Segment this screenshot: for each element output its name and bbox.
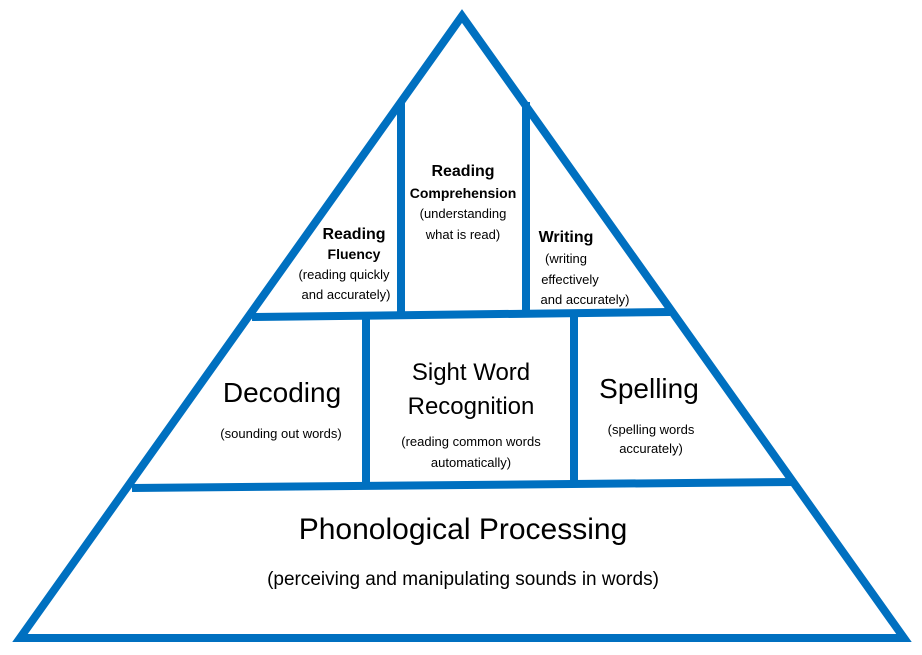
decoding-block: Decoding (sounding out words): [220, 377, 341, 441]
sight-word-title: Sight Word: [412, 359, 530, 386]
sight-word-desc: (reading common words: [401, 434, 541, 449]
phonological-processing-block: Phonological Processing (perceiving and …: [267, 513, 659, 590]
reading-fluency-block: Reading Fluency (reading quickly and acc…: [298, 226, 390, 302]
spelling-block: Spelling (spelling words accurately): [599, 373, 699, 456]
reading-comprehension-block: Reading Comprehension (understanding wha…: [410, 163, 517, 242]
writing-desc: (writing: [545, 251, 587, 266]
phonological-desc: (perceiving and manipulating sounds in w…: [267, 569, 659, 590]
fluency-desc-2: and accurately): [302, 287, 391, 302]
spelling-desc-2: accurately): [619, 441, 683, 456]
sight-word-desc-2: automatically): [431, 455, 511, 470]
comprehension-desc-2: what is read): [425, 227, 500, 242]
writing-desc-3: and accurately): [541, 292, 630, 307]
fluency-desc: (reading quickly: [298, 267, 390, 282]
decoding-title: Decoding: [223, 377, 341, 408]
phonological-title: Phonological Processing: [299, 513, 628, 546]
spelling-title: Spelling: [599, 373, 699, 404]
writing-title: Writing: [539, 229, 594, 246]
sight-word-title-2: Recognition: [408, 393, 535, 420]
comprehension-title-2: Comprehension: [410, 185, 517, 201]
fluency-title-2: Fluency: [328, 246, 381, 262]
writing-desc-2: effectively: [541, 272, 599, 287]
comprehension-title: Reading: [431, 163, 494, 180]
comprehension-desc: (understanding: [420, 206, 507, 221]
sight-word-block: Sight Word Recognition (reading common w…: [401, 359, 541, 470]
spelling-desc: (spelling words: [608, 422, 695, 437]
divider-middle-row: [131, 478, 795, 492]
fluency-title: Reading: [322, 226, 385, 243]
divider-top-row: [251, 308, 671, 321]
pyramid-outline: [12, 9, 912, 642]
writing-block: Writing (writing effectively and accurat…: [539, 229, 630, 307]
decoding-desc: (sounding out words): [220, 426, 341, 441]
